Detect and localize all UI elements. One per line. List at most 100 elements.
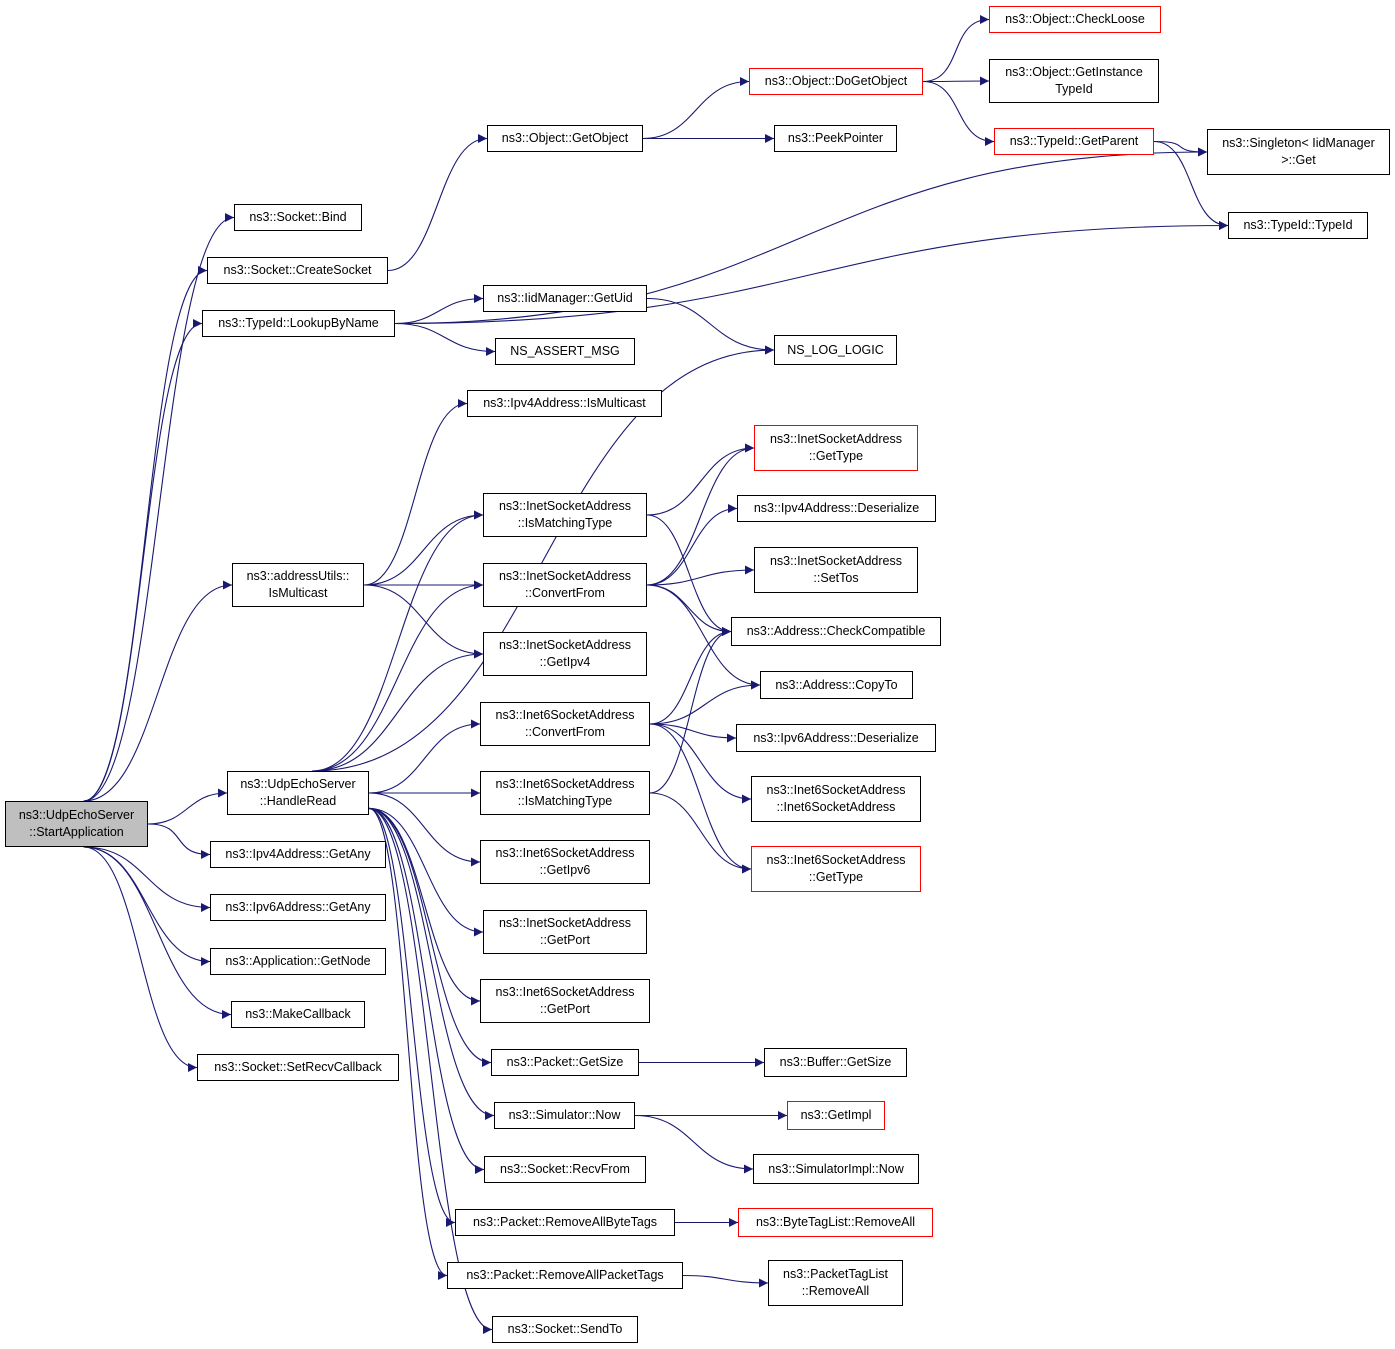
node-label: ::GetIpv6 xyxy=(539,863,591,877)
node-simulator-impl-now[interactable]: ns3::SimulatorImpl::Now xyxy=(753,1154,919,1184)
node-label: ::GetIpv4 xyxy=(539,655,591,669)
node-simulator-now[interactable]: ns3::Simulator::Now xyxy=(494,1102,635,1129)
edge-address-utils-is-multicast-to-inet-get-ipv4 xyxy=(363,584,484,659)
edge-udp-echo-server-handle-read-to-inet-is-matching-type xyxy=(312,510,484,772)
node-label: ns3::TypeId::TypeId xyxy=(1243,218,1353,232)
node-byte-tag-list-remove-all[interactable]: ns3::ByteTagList::RemoveAll xyxy=(738,1208,933,1237)
node-iid-manager-get-uid[interactable]: ns3::IidManager::GetUid xyxy=(483,285,647,312)
node-label: ns3::Object::CheckLoose xyxy=(1005,12,1145,26)
node-label: ns3::Ipv4Address::GetAny xyxy=(225,847,371,861)
node-inet-convert-from[interactable]: ns3::InetSocketAddress::ConvertFrom xyxy=(483,563,647,607)
edge-inet-convert-from-to-inet-set-tos xyxy=(646,565,755,586)
edge-start-application-to-application-get-node xyxy=(83,846,211,966)
node-socket-send-to[interactable]: ns3::Socket::SendTo xyxy=(492,1316,638,1343)
node-label: ns3::Inet6SocketAddress xyxy=(495,985,635,999)
node-ipv4address-deserialize[interactable]: ns3::Ipv4Address::Deserialize xyxy=(737,495,936,522)
node-inet6-convert-from[interactable]: ns3::Inet6SocketAddress::ConvertFrom xyxy=(480,702,650,746)
edge-udp-echo-server-handle-read-to-ns-log-logic xyxy=(312,345,775,772)
node-inet6-ctor[interactable]: ns3::Inet6SocketAddress::Inet6SocketAddr… xyxy=(751,776,921,822)
node-label: ns3::Packet::RemoveAllPacketTags xyxy=(466,1268,664,1282)
node-label: ns3::InetSocketAddress xyxy=(498,569,632,583)
edge-udp-echo-server-handle-read-to-packet-remove-all-byte-tags xyxy=(368,807,456,1227)
node-socket-recv-from[interactable]: ns3::Socket::RecvFrom xyxy=(484,1156,646,1183)
node-object-get-object[interactable]: ns3::Object::GetObject xyxy=(487,125,643,152)
edge-address-utils-is-multicast-to-ipv4address-is-multicast xyxy=(363,399,468,586)
node-typeid-typeid[interactable]: ns3::TypeId::TypeId xyxy=(1228,212,1368,239)
node-buffer-get-size[interactable]: ns3::Buffer::GetSize xyxy=(764,1048,907,1077)
node-socket-bind[interactable]: ns3::Socket::Bind xyxy=(234,204,362,231)
node-inet-get-port[interactable]: ns3::InetSocketAddress::GetPort xyxy=(483,910,647,954)
node-object-check-loose[interactable]: ns3::Object::CheckLoose xyxy=(989,6,1161,33)
node-inet6-is-matching-type[interactable]: ns3::Inet6SocketAddress::IsMatchingType xyxy=(480,771,650,815)
node-inet6-get-ipv6[interactable]: ns3::Inet6SocketAddress::GetIpv6 xyxy=(480,840,650,884)
edge-inet-convert-from-to-address-copy-to xyxy=(646,584,761,690)
edge-udp-echo-server-handle-read-to-socket-recv-from xyxy=(368,807,485,1174)
edge-udp-echo-server-handle-read-to-packet-remove-all-packet-tags xyxy=(368,807,448,1280)
node-label: ns3::UdpEchoServer xyxy=(18,808,135,822)
node-label: ns3::Singleton< IidManager xyxy=(1222,136,1375,150)
node-get-impl[interactable]: ns3::GetImpl xyxy=(787,1101,885,1130)
node-inet-get-type[interactable]: ns3::InetSocketAddress::GetType xyxy=(754,425,918,471)
node-label: >::Get xyxy=(1281,153,1316,167)
edge-object-do-get-object-to-object-check-loose xyxy=(922,15,990,83)
node-label: ns3::IidManager::GetUid xyxy=(497,291,633,305)
edge-udp-echo-server-handle-read-to-inet-get-ipv4 xyxy=(312,649,484,772)
node-ipv4address-get-any[interactable]: ns3::Ipv4Address::GetAny xyxy=(210,841,386,868)
node-label: ns3::MakeCallback xyxy=(245,1007,351,1021)
node-packet-get-size[interactable]: ns3::Packet::GetSize xyxy=(491,1049,639,1076)
node-label: ns3::Address::CheckCompatible xyxy=(746,624,926,638)
node-ns-assert-msg[interactable]: NS_ASSERT_MSG xyxy=(495,338,635,365)
node-socket-set-recv-callback[interactable]: ns3::Socket::SetRecvCallback xyxy=(197,1054,399,1081)
node-label: TypeId xyxy=(1055,82,1093,96)
node-peek-pointer[interactable]: ns3::PeekPointer xyxy=(774,125,897,152)
node-typeid-lookup-by-name[interactable]: ns3::TypeId::LookupByName xyxy=(202,310,395,337)
node-packet-remove-all-byte-tags[interactable]: ns3::Packet::RemoveAllByteTags xyxy=(455,1209,675,1236)
node-packet-remove-all-packet-tags[interactable]: ns3::Packet::RemoveAllPacketTags xyxy=(447,1262,683,1289)
node-ipv6address-deserialize[interactable]: ns3::Ipv6Address::Deserialize xyxy=(736,724,936,752)
node-address-copy-to[interactable]: ns3::Address::CopyTo xyxy=(760,671,913,699)
node-udp-echo-server-handle-read[interactable]: ns3::UdpEchoServer::HandleRead xyxy=(227,771,369,815)
node-inet-is-matching-type[interactable]: ns3::InetSocketAddress::IsMatchingType xyxy=(483,493,647,537)
edge-inet-convert-from-to-ipv4address-deserialize xyxy=(646,504,738,586)
edge-start-application-to-address-utils-is-multicast xyxy=(83,580,233,802)
edge-start-application-to-ipv4address-get-any xyxy=(147,823,211,859)
node-inet-get-ipv4[interactable]: ns3::InetSocketAddress::GetIpv4 xyxy=(483,632,647,676)
node-label: ns3::Inet6SocketAddress xyxy=(766,853,906,867)
node-label: ns3::Inet6SocketAddress xyxy=(495,846,635,860)
edge-inet-is-matching-type-to-inet-get-type xyxy=(646,443,755,516)
node-singleton-get[interactable]: ns3::Singleton< IidManager>::Get xyxy=(1207,129,1390,175)
node-typeid-get-parent[interactable]: ns3::TypeId::GetParent xyxy=(994,128,1154,155)
node-label: ns3::InetSocketAddress xyxy=(769,432,903,446)
node-ipv6address-get-any[interactable]: ns3::Ipv6Address::GetAny xyxy=(210,894,386,921)
edge-simulator-now-to-simulator-impl-now xyxy=(634,1114,754,1174)
node-inet6-get-port[interactable]: ns3::Inet6SocketAddress::GetPort xyxy=(480,979,650,1023)
node-label: ns3::Ipv4Address::Deserialize xyxy=(753,501,920,515)
node-inet6-get-type[interactable]: ns3::Inet6SocketAddress::GetType xyxy=(751,846,921,892)
node-inet-set-tos[interactable]: ns3::InetSocketAddress::SetTos xyxy=(754,547,918,593)
node-address-utils-is-multicast[interactable]: ns3::addressUtils::IsMulticast xyxy=(232,563,364,607)
node-label: ::HandleRead xyxy=(259,794,337,808)
node-packet-tag-list-remove-all[interactable]: ns3::PacketTagList::RemoveAll xyxy=(768,1260,903,1306)
edge-packet-remove-all-packet-tags-to-packet-tag-list-remove-all xyxy=(682,1274,769,1288)
edge-typeid-lookup-by-name-to-singleton-get xyxy=(394,147,1208,325)
edge-start-application-to-make-callback xyxy=(83,846,232,1019)
node-label: ns3::Socket::SetRecvCallback xyxy=(214,1060,382,1074)
edge-udp-echo-server-handle-read-to-inet6-get-ipv6 xyxy=(368,792,481,867)
edge-udp-echo-server-handle-read-to-inet6-convert-from xyxy=(368,719,481,794)
node-application-get-node[interactable]: ns3::Application::GetNode xyxy=(210,948,386,975)
edge-udp-echo-server-handle-read-to-inet-convert-from xyxy=(312,580,484,772)
node-object-do-get-object[interactable]: ns3::Object::DoGetObject xyxy=(749,68,923,95)
edge-udp-echo-server-handle-read-to-simulator-now xyxy=(368,807,495,1120)
node-ipv4address-is-multicast[interactable]: ns3::Ipv4Address::IsMulticast xyxy=(467,390,662,417)
edge-inet6-convert-from-to-inet6-get-type xyxy=(649,723,752,874)
node-label: ::GetPort xyxy=(539,933,591,947)
node-socket-create-socket[interactable]: ns3::Socket::CreateSocket xyxy=(207,257,388,284)
node-label: ns3::PacketTagList xyxy=(783,1267,888,1281)
node-make-callback[interactable]: ns3::MakeCallback xyxy=(231,1001,365,1028)
edge-socket-create-socket-to-object-get-object xyxy=(387,134,488,272)
node-label: ns3::ByteTagList::RemoveAll xyxy=(755,1215,916,1229)
node-label: ::StartApplication xyxy=(29,825,124,839)
node-ns-log-logic[interactable]: NS_LOG_LOGIC xyxy=(774,335,897,365)
node-address-check-compatible[interactable]: ns3::Address::CheckCompatible xyxy=(731,617,941,646)
